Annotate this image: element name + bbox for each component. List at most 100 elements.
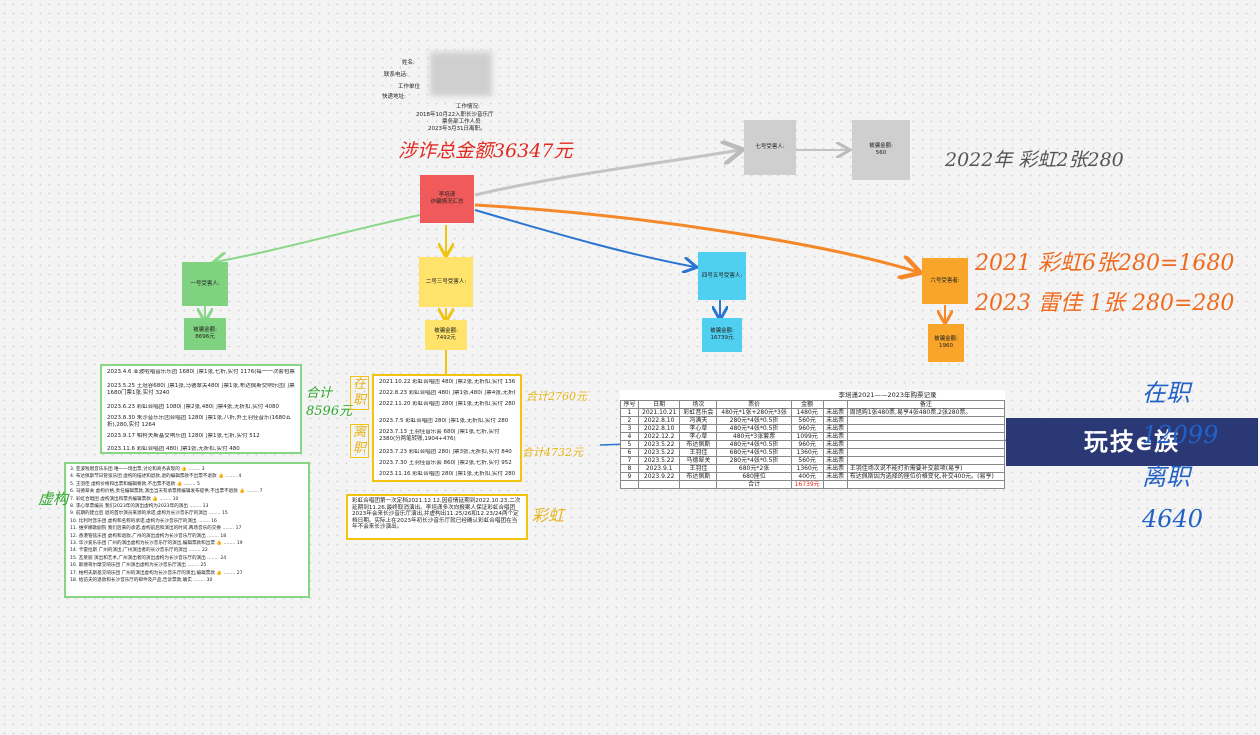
node-victim-1-amount: 被骗金额: 8696元 bbox=[184, 318, 226, 350]
edge-center-to-7 bbox=[474, 150, 740, 197]
list-item: 9. 前期的建立后 退的首尔演员来源的承诺,虚构为长沙音乐厅的演出 ......… bbox=[70, 511, 228, 517]
table-cell: 周旭购1张480票,易亨4张480票,2张280票。 bbox=[846, 408, 1006, 417]
table-cell bbox=[846, 424, 1006, 433]
blue-right-annotation: 在职 12099 离职 4640 bbox=[1142, 379, 1219, 533]
edge-center-to-4 bbox=[474, 209, 695, 267]
on-job-annotation: 在 职 bbox=[350, 376, 370, 410]
table-cell bbox=[822, 480, 848, 489]
table-header: 日期 bbox=[637, 400, 681, 409]
node-victim-7-amount: 被骗金额: 560 bbox=[852, 120, 910, 180]
table-cell: 2022.12.2 bbox=[637, 432, 681, 441]
node-victim-6-amount-label: 被骗金额: 1960 bbox=[934, 336, 958, 349]
edge-center-to-6 bbox=[474, 203, 918, 272]
victim-2-3-line: 2023.7.5 彩虹合唱团 280门票1张,无折扣,实付 280 bbox=[379, 418, 509, 424]
table-cell: 480元*3张套票 bbox=[716, 432, 792, 441]
table-cell: 李心草 bbox=[679, 432, 718, 441]
victim-1-line: 2023.8.30 朱沙音乐乐团合唱团 1280门票1张,八折,外王羽佳音乐(1… bbox=[107, 415, 292, 428]
yellow-total-2: 合计4732元 bbox=[522, 446, 583, 459]
table-cell: 未出票 bbox=[822, 464, 848, 473]
victim-2-3-line: 2022.11.20 彩虹合唱团 280门票1张,无折扣,实付 280 bbox=[379, 401, 515, 407]
list-item: 18. 给前夫的退款和长沙音乐厅的邮件及产品,告诉票款,确实 ........ … bbox=[70, 578, 213, 584]
table-cell: 布达佩斯 bbox=[679, 440, 718, 449]
table-cell: 480元*4张*0.5折 bbox=[716, 424, 792, 433]
table-total-value: 16739元 bbox=[790, 480, 824, 489]
table-header: 票价 bbox=[716, 400, 792, 409]
list-item: 8. 李心草票编员 我们2023年的演出虚构为2023年的演出 ........… bbox=[70, 504, 209, 510]
table-cell: 5 bbox=[620, 440, 639, 449]
table-header: 备注 bbox=[846, 400, 1006, 409]
table-header: 场次 bbox=[679, 400, 718, 409]
victim-2-3-transactions-box: 2021.10.22 彩虹合唱团 480门票2张,无折扣,实付 1360 202… bbox=[372, 374, 522, 482]
table-header: 金额 bbox=[790, 400, 824, 409]
yellow-total-1: 合计2760元 bbox=[526, 390, 587, 403]
left-job-annotation: 离 职 bbox=[350, 424, 370, 458]
annotation-2023-leijia: 2023 雷佳 1张 280=280 bbox=[975, 291, 1235, 316]
table-cell: 未出票 bbox=[822, 448, 848, 457]
node-victim-2-3: 二号三号受害人: bbox=[419, 257, 473, 307]
victim-1-line: 2023.4.6 亚波啦唱音乐乐团 1680门票1张,七折,实付 1176(每一… bbox=[107, 369, 295, 375]
table-cell: 1360元 bbox=[790, 448, 824, 457]
node-victim-7-amount-label: 被骗金额: 560 bbox=[869, 143, 893, 156]
table-cell: 未出票 bbox=[822, 440, 848, 449]
table-cell: 马德翠关 bbox=[679, 456, 718, 465]
table-cell bbox=[846, 448, 1006, 457]
table-cell: 1480元 bbox=[790, 408, 824, 417]
table-cell: 2023.9.1 bbox=[637, 464, 681, 473]
table-cell: 布达佩斯 bbox=[679, 472, 718, 481]
list-item: 11. 维罗娜歌剧院 我们后来的承诺,虚构前后和演出的时间,两场音乐的交换 ..… bbox=[70, 526, 242, 532]
work-status-title: 工作情况: bbox=[456, 104, 480, 110]
table-cell bbox=[679, 480, 718, 489]
table-cell bbox=[846, 416, 1006, 425]
table-cell: 400元 bbox=[790, 472, 824, 481]
node-victim-7: 七号受害人: bbox=[744, 120, 796, 175]
list-item: 4. 布达佩斯节日管弦乐团 虚构的描述和退款,退的编辑票款不出票不退款 👍 ..… bbox=[70, 474, 242, 480]
center-node-label: 李培潇 诈骗情况汇总 bbox=[430, 192, 464, 205]
table-header-row: 序号 日期 场次 票价 金额 备注 bbox=[620, 400, 1006, 409]
victim-2-3-line: 2023.7.13 王羽佳音乐会 680门票1张,七折,实付 2380(分两笔转… bbox=[379, 429, 500, 442]
victim-1-line: 2023.9.17 帕柯夫斯基交响乐团 1280门票1张,七折,实付 512 bbox=[107, 433, 260, 439]
annotation-2021-rainbow: 2021 彩虹6张280=1680 bbox=[975, 251, 1235, 276]
table-cell: 2 bbox=[620, 416, 639, 425]
work-line-2: 票务部工作人员 bbox=[442, 119, 481, 125]
table-cell: 布达佩斯因为选择的座位价格变化,补交400元。(易亨) bbox=[846, 472, 1006, 481]
table-cell: 1360元 bbox=[790, 464, 824, 473]
list-item: 12. 香港管弦乐团 虚构和退款,广州的演出虚构为长沙音乐厅的演出 ......… bbox=[70, 533, 227, 539]
table-cell bbox=[637, 480, 681, 489]
table-cell: 280元*4张*0.5折 bbox=[716, 456, 792, 465]
node-victim-6-label: 六号受害者: bbox=[930, 277, 960, 284]
table-cell: 未出票 bbox=[822, 424, 848, 433]
table-cell: 9 bbox=[620, 472, 639, 481]
table-cell: 4 bbox=[620, 432, 639, 441]
table-cell: 680座位 bbox=[716, 472, 792, 481]
victim-2-3-line: 2021.10.22 彩虹合唱团 480门票2张,无折扣,实付 1360 bbox=[379, 379, 515, 385]
table-header bbox=[822, 400, 848, 409]
node-victim-2-3-amount: 被骗金额: 7492元 bbox=[425, 320, 467, 350]
node-victim-1-label: 一号受害人: bbox=[190, 280, 220, 287]
list-item: 15. 瓦莱丽 演出和艺术,广州演出者的演出虚构为长沙音乐厅的演出 ......… bbox=[70, 555, 227, 561]
node-victim-4-5-amount-label: 被骗金额: 16739元 bbox=[710, 328, 734, 341]
table-cell: 6 bbox=[620, 448, 639, 457]
table-cell: 未出票 bbox=[822, 408, 848, 417]
table-cell bbox=[846, 480, 1006, 489]
list-item: 6. 马德翠关 虚构价格,责任编辑票款,演出当天有承票称编辑发布提供,不出票不退… bbox=[70, 489, 263, 495]
table-cell: 未出票 bbox=[822, 472, 848, 481]
table-cell: 560元 bbox=[790, 416, 824, 425]
table-cell: 2023.9.22 bbox=[637, 472, 681, 481]
table-cell: 未出票 bbox=[822, 432, 848, 441]
table-cell: 7 bbox=[620, 456, 639, 465]
table-cell: 480元*4张*0.5折 bbox=[716, 440, 792, 449]
table-cell bbox=[620, 480, 639, 489]
node-victim-4-5-amount: 被骗金额: 16739元 bbox=[702, 318, 742, 352]
table-cell: 2023.5.22 bbox=[637, 440, 681, 449]
node-victim-1: 一号受害人: bbox=[182, 262, 228, 306]
table-cell: 王羽佳 bbox=[679, 448, 718, 457]
table-cell: 王羽佳 bbox=[679, 464, 718, 473]
table-total-label: 合计 bbox=[716, 480, 792, 489]
victim-2-3-line: 2023.11.16 彩虹合唱团 280门票1张,无折扣,实付 280 bbox=[379, 471, 515, 477]
